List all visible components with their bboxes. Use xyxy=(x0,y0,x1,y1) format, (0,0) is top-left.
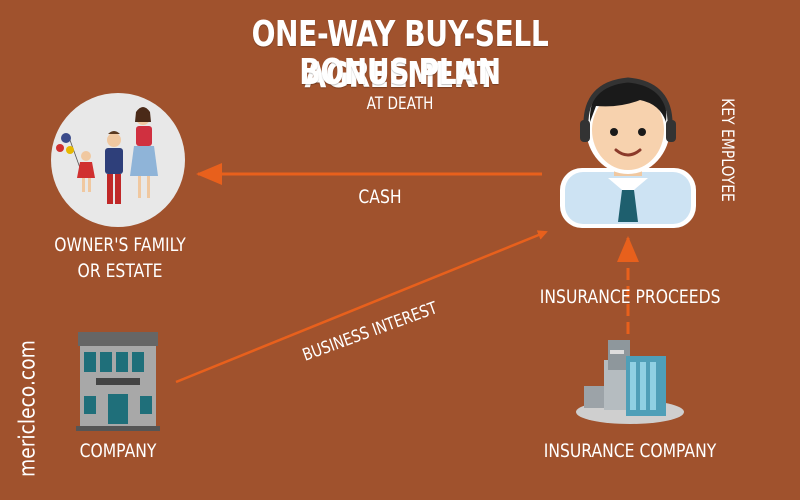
company-building-icon xyxy=(76,332,160,431)
flow-label-insurance-proceeds: INSURANCE PROCEEDS xyxy=(539,286,721,308)
watermark: mericleco.com xyxy=(15,340,41,477)
diagram-title: ONE-WAY BUY-SELL AGREEMENT xyxy=(251,14,549,96)
insurance-company-icon xyxy=(576,340,684,424)
node-label-key-employee: KEY EMPLOYEE xyxy=(717,98,737,202)
family-icon xyxy=(51,93,185,227)
node-label-company: COMPANY xyxy=(79,440,157,462)
node-label-family: OWNER'S FAMILY OR ESTATE xyxy=(46,232,194,284)
diagram-subtitle: AT DEATH xyxy=(366,94,434,114)
family-label-text: OWNER'S FAMILY OR ESTATE xyxy=(54,234,186,282)
business-interest-arrow xyxy=(175,230,548,384)
key-employee-avatar-icon xyxy=(560,77,696,228)
flow-label-cash: CASH xyxy=(358,186,402,208)
diagram-title-line2: BONUS PLAN xyxy=(299,52,501,93)
node-label-insurance-company: INSURANCE COMPANY xyxy=(543,440,717,462)
